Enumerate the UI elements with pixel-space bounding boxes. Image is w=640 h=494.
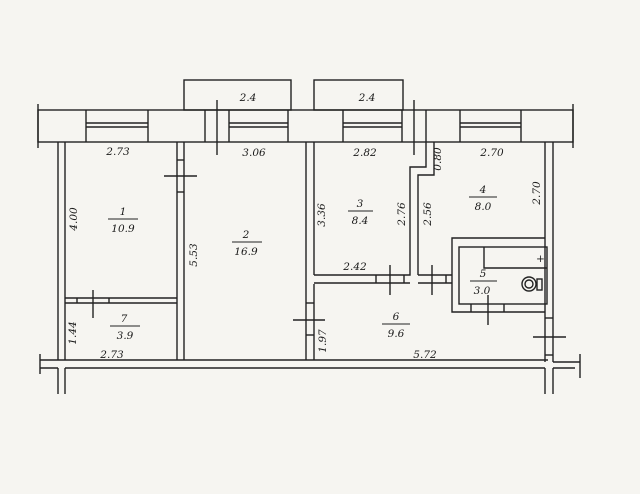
- dim-room6-height: 1.97: [317, 329, 329, 353]
- wall-room1-room2: [164, 142, 197, 360]
- balcony-left: [183, 79, 292, 111]
- dim-balcony-left: 2.4: [239, 92, 257, 104]
- dim-room1-height: 4.00: [68, 207, 80, 232]
- svg-text:6: 6: [393, 311, 400, 323]
- svg-text:3.0: 3.0: [474, 285, 491, 297]
- dim-room2-height: 5.53: [188, 243, 200, 267]
- room-2-label: 2 16.9: [232, 229, 262, 258]
- dim-room4-width: 2.70: [479, 147, 504, 159]
- svg-text:16.9: 16.9: [234, 246, 258, 258]
- right-wall: [533, 142, 566, 362]
- svg-text:3.9: 3.9: [117, 330, 134, 342]
- dim-room7-width: 2.73: [99, 349, 124, 361]
- svg-text:9.6: 9.6: [388, 328, 405, 340]
- dim-room1-width: 2.73: [105, 146, 130, 158]
- svg-text:1: 1: [120, 206, 127, 218]
- room-3-label: 3 8.4: [348, 198, 373, 227]
- dim-room2-width: 3.06: [242, 147, 266, 159]
- dim-room4-height-left: 2.56: [422, 202, 434, 227]
- room-6-label: 6 9.6: [382, 311, 410, 340]
- dim-room3-height-left: 3.36: [316, 203, 328, 227]
- wall-room3-room4: [314, 142, 452, 295]
- svg-text:5: 5: [480, 268, 487, 280]
- bottom-wall: [39, 354, 581, 394]
- dim-room7-height: 1.44: [67, 321, 79, 344]
- dim-room4-offset: 0.80: [432, 147, 444, 171]
- wall-room1-room7: [65, 290, 177, 318]
- dim-room3-bottom: 2.42: [342, 261, 367, 273]
- room-7-label: 7 3.9: [110, 313, 140, 342]
- toilet-icon: [521, 276, 537, 292]
- left-wall: [57, 142, 66, 360]
- dim-room3-width: 2.82: [352, 147, 377, 159]
- room-4-label: 4 8.0: [469, 184, 497, 213]
- svg-text:2: 2: [242, 229, 250, 241]
- room-5-label: 5 3.0: [470, 268, 497, 297]
- faucet-icon: +: [536, 253, 545, 265]
- bathroom: +: [451, 237, 548, 325]
- svg-text:10.9: 10.9: [111, 223, 135, 235]
- svg-text:8.0: 8.0: [475, 201, 492, 213]
- svg-text:3: 3: [357, 198, 364, 210]
- room-1-label: 1 10.9: [108, 206, 138, 235]
- dim-balcony-right: 2.4: [358, 92, 376, 104]
- facade-wall: [37, 104, 574, 148]
- svg-text:8.4: 8.4: [352, 215, 369, 227]
- svg-text:7: 7: [121, 313, 128, 325]
- wall-room2-room3: [293, 142, 325, 360]
- dim-room4-height-right: 2.70: [531, 181, 543, 206]
- svg-text:4: 4: [479, 184, 487, 196]
- dim-room3-height-right: 2.76: [396, 202, 408, 227]
- dim-room6-width: 5.72: [413, 349, 437, 361]
